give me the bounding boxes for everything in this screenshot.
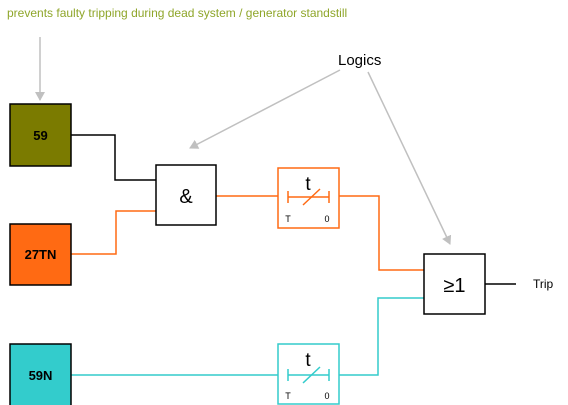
wire-27tn-to-and bbox=[71, 210, 156, 255]
trip-output-label: Trip bbox=[533, 277, 554, 291]
timer-orange: t T 0 bbox=[277, 167, 340, 229]
wire-timer-to-or-cyan bbox=[339, 297, 424, 376]
timer-cyan: t T 0 bbox=[277, 343, 340, 405]
logics-callout: Logics bbox=[338, 52, 381, 69]
relay-59: 59 bbox=[9, 103, 72, 167]
logics-arrow-to-or bbox=[367, 71, 452, 245]
timer-cyan-symbol: t bbox=[305, 350, 311, 371]
relay-59n-box bbox=[9, 343, 72, 405]
and-gate: & bbox=[155, 164, 217, 226]
wire-timer-to-or bbox=[339, 195, 424, 271]
timer-cyan-zero-label: 0 bbox=[324, 391, 329, 401]
and-gate-box bbox=[155, 164, 217, 226]
or-gate-box bbox=[423, 253, 486, 315]
relay-27tn: 27TN bbox=[9, 223, 72, 286]
relay-27tn-box bbox=[9, 223, 72, 286]
timer-orange-t-label: T bbox=[285, 214, 291, 224]
relay-27tn-label: 27TN bbox=[25, 247, 57, 262]
relay-59n: 59N bbox=[9, 343, 72, 405]
or-gate-symbol: ≥1 bbox=[443, 275, 465, 297]
relay-59n-label: 59N bbox=[29, 368, 53, 383]
timer-cyan-delay-icon bbox=[287, 366, 330, 384]
timer-orange-symbol: t bbox=[305, 174, 311, 195]
timer-orange-zero-label: 0 bbox=[324, 214, 329, 224]
and-gate-symbol: & bbox=[179, 186, 193, 208]
timer-cyan-t-label: T bbox=[285, 391, 291, 401]
relay-59-label: 59 bbox=[33, 128, 47, 143]
logics-arrow-to-and bbox=[189, 69, 341, 149]
timer-orange-delay-icon bbox=[287, 188, 330, 206]
relay-59-box bbox=[9, 103, 72, 167]
header-note: prevents faulty tripping during dead sys… bbox=[7, 6, 347, 20]
or-gate: ≥1 bbox=[423, 253, 486, 315]
wire-59-to-and bbox=[71, 134, 156, 181]
